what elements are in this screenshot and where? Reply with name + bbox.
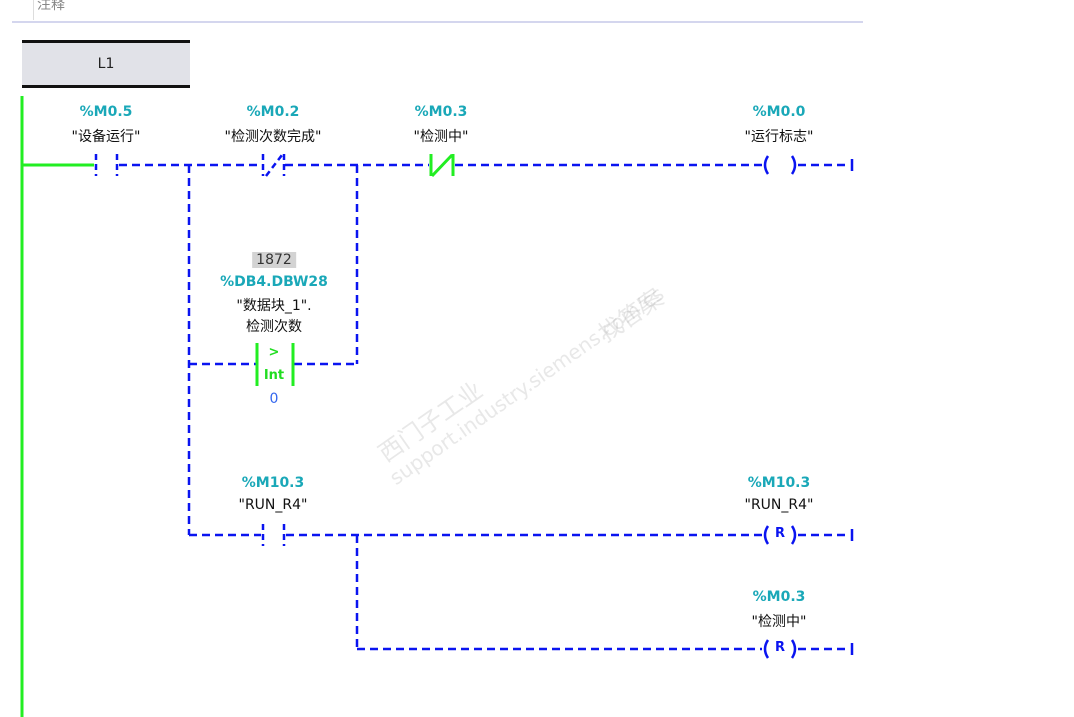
operand-address: %M10.3 <box>241 475 305 491</box>
reset-coil-label: R <box>774 640 786 655</box>
nc-contact-m0-2 <box>261 154 286 177</box>
operand-name[interactable]: "数据块_1". <box>236 298 312 314</box>
reset-coil-m10-3 <box>763 525 797 545</box>
operand-name[interactable]: "RUN_R4" <box>744 497 814 513</box>
operand-address: %M0.5 <box>79 104 133 120</box>
nc-contact-m0-3 <box>429 153 455 178</box>
comment-label: 注释 <box>37 0 65 13</box>
compare-operator: > <box>268 345 280 360</box>
operand-address: %M0.0 <box>752 104 806 120</box>
network-title: L1 <box>97 56 115 72</box>
operand-name[interactable]: "运行标志" <box>744 129 814 145</box>
coil-m0-0 <box>763 155 797 175</box>
compare-datatype[interactable]: Int <box>263 368 285 383</box>
header-divider <box>33 0 34 20</box>
operand-name[interactable]: "检测次数完成" <box>224 129 322 145</box>
compare-operand2[interactable]: 0 <box>269 391 279 407</box>
contact-m0-5 <box>94 154 119 176</box>
operand-address: %DB4.DBW28 <box>220 274 328 290</box>
operand-name[interactable]: "设备运行" <box>71 129 141 145</box>
operand-address: %M0.3 <box>414 104 468 120</box>
operand-name-member[interactable]: 检测次数 <box>246 319 302 335</box>
reset-coil-m0-3 <box>763 639 797 659</box>
operand-name[interactable]: "检测中" <box>413 129 469 145</box>
network-title-box[interactable]: L1 <box>22 40 190 88</box>
reset-coil-label: R <box>774 526 786 541</box>
contact-m10-3 <box>261 524 286 546</box>
compare-box <box>255 343 295 386</box>
operand-name[interactable]: "检测中" <box>751 614 807 630</box>
live-value: 1872 <box>252 252 296 268</box>
operand-name[interactable]: "RUN_R4" <box>238 497 308 513</box>
header-separator <box>12 21 863 23</box>
operand-address: %M0.3 <box>752 589 806 605</box>
operand-address: %M10.3 <box>747 475 811 491</box>
operand-address: %M0.2 <box>246 104 300 120</box>
